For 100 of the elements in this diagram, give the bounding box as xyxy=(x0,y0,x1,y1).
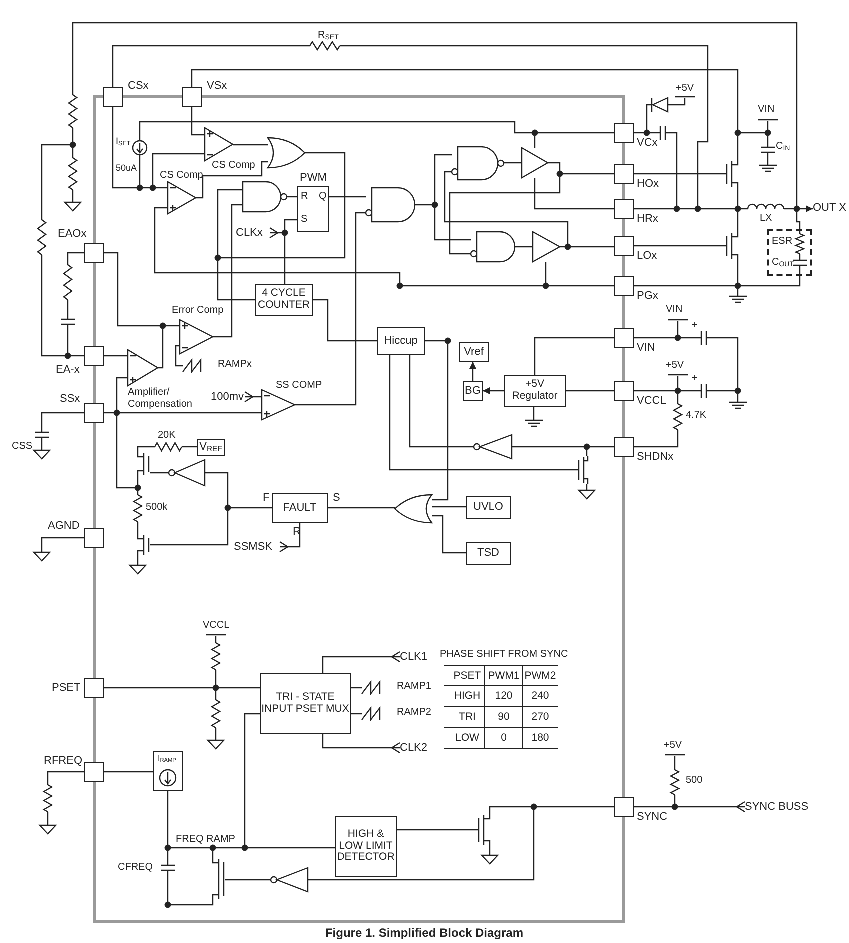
phase-table-value: PWM2 xyxy=(524,670,558,682)
annotation: +5V xyxy=(676,83,694,94)
wire xyxy=(72,190,74,202)
annotation: + xyxy=(692,373,698,384)
capacitor-symbol xyxy=(793,260,807,266)
wire xyxy=(221,152,346,259)
or-gate-symbol xyxy=(268,138,305,168)
flip-flop-block xyxy=(297,186,329,232)
wire xyxy=(515,246,533,248)
wire xyxy=(112,45,310,87)
wire xyxy=(215,728,217,740)
block-label: HIGH & LOW LIMIT DETECTOR xyxy=(336,829,396,864)
phase-table-value: LOW xyxy=(454,732,480,744)
resistor-symbol xyxy=(795,234,805,254)
diode-symbol xyxy=(648,98,672,112)
wire xyxy=(351,687,362,689)
wire xyxy=(512,446,584,448)
driver-symbol xyxy=(533,232,560,262)
annotation: Amplifier/ Compensation xyxy=(128,387,194,410)
ground-symbol xyxy=(759,165,777,172)
wire xyxy=(205,472,229,505)
wire xyxy=(166,325,180,327)
wire xyxy=(137,522,139,534)
function-block xyxy=(260,673,351,734)
block-label: 4 CYCLE COUNTER xyxy=(257,288,311,312)
wire xyxy=(796,212,801,234)
wire xyxy=(681,337,701,339)
wire xyxy=(634,132,644,134)
wire xyxy=(389,355,578,471)
wire xyxy=(217,189,243,255)
wire xyxy=(137,446,155,452)
and-gate-symbol xyxy=(366,188,415,222)
output-filter-group xyxy=(767,229,812,276)
phase-table-value: HIGH xyxy=(453,690,482,702)
wire xyxy=(678,801,746,813)
wire xyxy=(67,325,69,353)
wire xyxy=(449,177,561,255)
wire xyxy=(545,262,547,283)
transistor-symbol xyxy=(213,858,225,900)
current-source-block xyxy=(153,751,183,791)
phase-table-value: PSET xyxy=(452,670,482,682)
wire xyxy=(284,236,286,284)
arrow xyxy=(800,206,813,212)
phase-table-value: 180 xyxy=(530,732,550,744)
wire xyxy=(248,847,335,849)
amplifier-symbol xyxy=(128,350,158,386)
wire xyxy=(504,162,522,164)
wire xyxy=(71,355,84,357)
annotation: SS COMP xyxy=(276,380,322,392)
transistor-symbol xyxy=(138,534,150,556)
capacitor-symbol xyxy=(701,384,707,398)
wire xyxy=(116,377,128,410)
pin-label: PGx xyxy=(637,290,658,303)
pin-label: VCCL xyxy=(637,395,666,408)
capacitor-symbol xyxy=(35,432,49,438)
pin-pad xyxy=(614,437,634,457)
wire xyxy=(217,261,255,301)
wire xyxy=(425,340,445,342)
wire xyxy=(112,107,137,189)
pin-pad xyxy=(182,87,202,107)
wire xyxy=(534,337,614,375)
wire xyxy=(308,810,535,881)
pin-pad xyxy=(103,87,123,107)
ground-symbol xyxy=(208,740,224,749)
and-gate-symbol xyxy=(471,232,515,262)
annotation: CSS xyxy=(12,441,33,452)
wire xyxy=(563,173,614,175)
nand-gate-symbol xyxy=(243,182,287,212)
wire xyxy=(799,254,801,260)
pin-pad xyxy=(84,528,104,548)
function-block xyxy=(335,816,397,877)
block-label: Hiccup xyxy=(384,334,418,348)
wire xyxy=(116,416,135,489)
wire xyxy=(279,523,301,553)
pin-label: SSx xyxy=(60,393,80,406)
comparator-symbol xyxy=(168,182,196,214)
wire xyxy=(737,136,739,160)
inverter-symbol xyxy=(271,868,308,892)
pin-label: SYNC xyxy=(637,811,668,824)
wire xyxy=(674,756,676,770)
phase-table-value: 90 xyxy=(497,711,511,724)
wire xyxy=(171,847,210,849)
driver-symbol xyxy=(522,148,548,178)
wire xyxy=(216,847,242,849)
pin-pad xyxy=(84,346,104,366)
wire xyxy=(152,153,205,185)
wire xyxy=(329,196,366,198)
block-label: BG xyxy=(465,384,481,398)
block-label: I$_{RAMP}$ xyxy=(158,755,176,765)
pin-pad xyxy=(614,199,634,219)
wire xyxy=(672,98,686,106)
annotation: PHASE SHIFT FROM SYNC xyxy=(440,649,568,660)
wire xyxy=(634,173,726,175)
inverter-symbol xyxy=(169,460,205,486)
pin-pad xyxy=(614,123,634,143)
wire xyxy=(489,846,491,855)
arrow xyxy=(483,388,504,394)
annotation: FREQ RAMP xyxy=(176,834,236,846)
pin-label: HRx xyxy=(637,213,658,226)
pin-label: S xyxy=(333,492,340,505)
